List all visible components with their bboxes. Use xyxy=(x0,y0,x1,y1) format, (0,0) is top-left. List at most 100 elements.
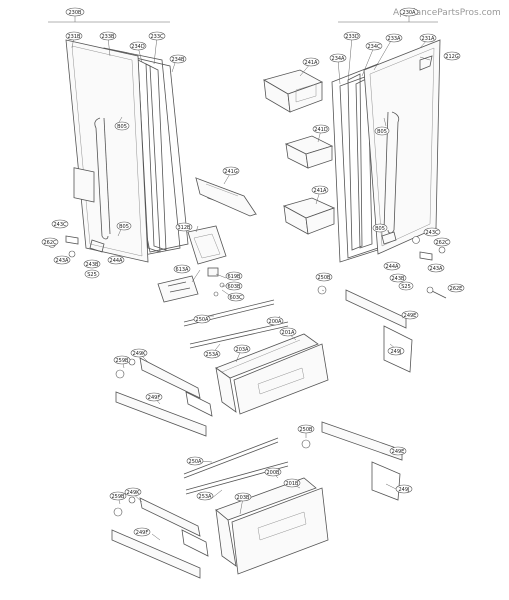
svg-text:233C: 233C xyxy=(150,34,164,40)
callout-613A: 613A xyxy=(173,264,191,274)
svg-text:243B: 243B xyxy=(86,262,100,268)
svg-text:250B: 250B xyxy=(300,427,314,433)
callout-234D-left: 234D xyxy=(129,41,147,51)
callout-244A-left: 244A xyxy=(107,255,125,265)
upper-drawer-assembly xyxy=(115,289,413,437)
svg-text:230B: 230B xyxy=(69,10,83,16)
svg-text:619B: 619B xyxy=(228,274,242,280)
svg-text:244A: 244A xyxy=(386,264,400,270)
svg-text:S25: S25 xyxy=(401,284,411,290)
svg-text:B05: B05 xyxy=(377,129,387,135)
svg-text:250B: 250B xyxy=(318,275,332,281)
svg-text:B05: B05 xyxy=(117,124,127,130)
callout-249J-lower: 249J xyxy=(395,484,413,494)
svg-text:234B: 234B xyxy=(172,57,186,63)
callout-243C-right: 243C xyxy=(423,227,441,237)
svg-text:233A: 233A xyxy=(388,36,402,42)
callout-241A-top: 241A xyxy=(302,57,320,67)
callout-603B: 603B xyxy=(225,281,243,291)
callout-S25-left: S25 xyxy=(84,269,100,279)
callout-241G: 241G xyxy=(222,166,240,176)
callout-231B: 231B xyxy=(65,31,83,41)
svg-text:249K: 249K xyxy=(127,490,141,496)
svg-text:249J: 249J xyxy=(398,487,409,493)
svg-text:249J: 249J xyxy=(390,349,401,355)
svg-text:262C: 262C xyxy=(43,240,57,246)
callout-250B-lower: 250B xyxy=(297,424,315,434)
svg-text:241G: 241G xyxy=(224,169,238,175)
callout-201B: 201B xyxy=(283,478,301,488)
svg-text:243A: 243A xyxy=(430,266,444,272)
callout-250A-lower: 250A xyxy=(186,456,204,466)
callout-243A-right: 243A xyxy=(427,263,445,273)
callout-230A: 230A xyxy=(399,7,419,17)
callout-233A: 233A xyxy=(385,33,403,43)
svg-text:312B: 312B xyxy=(178,225,192,231)
svg-text:250A: 250A xyxy=(189,459,203,465)
svg-text:B05: B05 xyxy=(375,226,385,232)
callout-244A-right: 244A xyxy=(383,261,401,271)
callout-241A-lower: 241A xyxy=(311,185,329,195)
svg-text:613A: 613A xyxy=(176,267,190,273)
callout-243B-left: 243B xyxy=(83,259,101,269)
svg-text:250A: 250A xyxy=(196,317,210,323)
lower-drawer-assembly xyxy=(111,421,403,579)
callout-312B: 312B xyxy=(175,222,193,232)
svg-text:212G: 212G xyxy=(445,54,459,60)
callout-249K-lower: 249K xyxy=(124,487,142,497)
callout-243A-left: 243A xyxy=(53,255,71,265)
svg-text:603C: 603C xyxy=(229,295,243,301)
callout-243B-right: 243B xyxy=(389,273,407,283)
left-door-assembly xyxy=(65,39,189,263)
callout-249E-upper: 249E xyxy=(401,310,419,320)
callout-253A-upper: 253A xyxy=(203,349,221,359)
callout-B05-1: B05 xyxy=(114,121,130,131)
callout-233B: 233B xyxy=(99,31,117,41)
callout-200B: 200B xyxy=(264,467,282,477)
callout-B05-2: B05 xyxy=(116,221,132,231)
callout-B05-4: B05 xyxy=(372,223,388,233)
callout-259B-upper: 259B xyxy=(113,355,131,365)
callout-249J-upper: 249J xyxy=(387,346,405,356)
callout-619B: 619B xyxy=(225,271,243,281)
svg-text:249F: 249F xyxy=(148,395,161,401)
callout-201A: 201A xyxy=(279,327,297,337)
svg-text:249K: 249K xyxy=(133,351,147,357)
callout-234B: 234B xyxy=(169,54,187,64)
svg-text:244A: 244A xyxy=(110,258,124,264)
callout-249K-upper: 249K xyxy=(130,348,148,358)
svg-text:234D: 234D xyxy=(131,44,145,50)
svg-text:241A: 241A xyxy=(314,188,328,194)
svg-text:249F: 249F xyxy=(136,530,149,536)
callout-243C-left: 243C xyxy=(51,219,69,229)
svg-text:603B: 603B xyxy=(228,284,242,290)
svg-text:203A: 203A xyxy=(236,347,250,353)
svg-text:231A: 231A xyxy=(422,36,436,42)
callout-212G: 212G xyxy=(443,51,461,61)
svg-text:259B: 259B xyxy=(116,358,130,364)
svg-text:243C: 243C xyxy=(53,222,67,228)
svg-text:259B: 259B xyxy=(112,494,126,500)
callout-S25-right: S25 xyxy=(398,281,414,291)
svg-text:233D: 233D xyxy=(345,34,359,40)
callout-250B-upper: 250B xyxy=(315,272,333,282)
callout-200A: 200A xyxy=(266,316,284,326)
callout-230B: 230B xyxy=(65,7,85,17)
svg-text:203B: 203B xyxy=(237,495,251,501)
callout-249E-lower: 249E xyxy=(389,446,407,456)
svg-text:249E: 249E xyxy=(392,449,405,455)
svg-text:230A: 230A xyxy=(403,10,417,16)
callout-203B: 203B xyxy=(234,492,252,502)
svg-text:234C: 234C xyxy=(367,44,381,50)
svg-text:243A: 243A xyxy=(56,258,70,264)
svg-text:243C: 243C xyxy=(425,230,439,236)
svg-text:249E: 249E xyxy=(404,313,417,319)
callout-234C: 234C xyxy=(365,41,383,51)
part-callouts: 230B 231B 233B 234D 233C 234B 230A 233D … xyxy=(41,7,465,537)
svg-text:S25: S25 xyxy=(87,272,97,278)
svg-text:262E: 262E xyxy=(450,286,463,292)
svg-text:253A: 253A xyxy=(199,494,213,500)
control-module-group xyxy=(157,225,227,303)
callout-259B-lower: 259B xyxy=(109,491,127,501)
